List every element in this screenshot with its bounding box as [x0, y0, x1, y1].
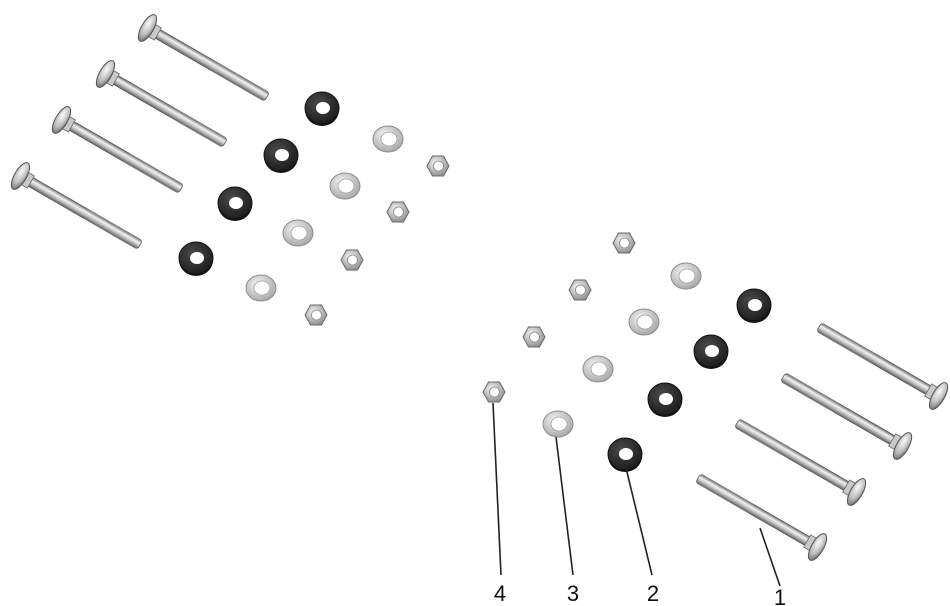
upper-left-spacers: [178, 91, 340, 277]
hex-nut-icon: [612, 232, 636, 254]
leader-line-spacer: [625, 467, 653, 576]
carriage-bolt-icon: [690, 464, 831, 564]
carriage-bolt-icon: [775, 363, 916, 463]
rubber-spacer-icon: [607, 437, 643, 473]
carriage-bolt-icon: [729, 409, 870, 509]
lower-right-bolts: [690, 313, 950, 564]
carriage-bolt-icon: [92, 57, 233, 157]
callout-4: 4: [494, 581, 506, 606]
rubber-spacer-icon: [736, 288, 772, 324]
rubber-spacer-icon: [304, 91, 340, 127]
rubber-spacer-icon: [263, 138, 299, 174]
flat-washer-icon: [542, 410, 574, 438]
callout-3: 3: [567, 581, 579, 606]
upper-left-nuts: [304, 155, 450, 326]
flat-washer-icon: [670, 262, 702, 290]
rubber-spacer-icon: [693, 334, 729, 370]
leader-line-washer: [555, 436, 574, 576]
callout-1: 1: [774, 585, 786, 606]
lower-right-nuts: [482, 232, 636, 403]
leader-line-bolt: [759, 527, 781, 587]
carriage-bolt-icon: [7, 159, 148, 259]
hex-nut-icon: [522, 326, 546, 348]
callout-2: 2: [647, 581, 659, 606]
rubber-spacer-icon: [178, 241, 214, 277]
carriage-bolt-icon: [134, 11, 275, 111]
flat-washer-icon: [282, 219, 314, 247]
hex-nut-icon: [340, 249, 364, 271]
rubber-spacer-icon: [647, 382, 683, 418]
carriage-bolt-icon: [48, 103, 189, 203]
hex-nut-icon: [386, 201, 410, 223]
callout-labels: 4 3 2 1: [494, 581, 786, 606]
flat-washer-icon: [329, 172, 361, 200]
hex-nut-icon: [568, 279, 592, 301]
hex-nut-icon: [482, 381, 506, 403]
leader-line-nut: [492, 402, 502, 576]
flat-washer-icon: [372, 125, 404, 153]
hex-nut-icon: [426, 155, 450, 177]
upper-left-bolts: [7, 11, 275, 259]
flat-washer-icon: [245, 274, 277, 302]
hex-nut-icon: [304, 304, 328, 326]
flat-washer-icon: [628, 308, 660, 336]
callout-leaders: [492, 402, 781, 587]
carriage-bolt-icon: [811, 313, 950, 413]
flat-washer-icon: [582, 355, 614, 383]
rubber-spacer-icon: [217, 186, 253, 222]
